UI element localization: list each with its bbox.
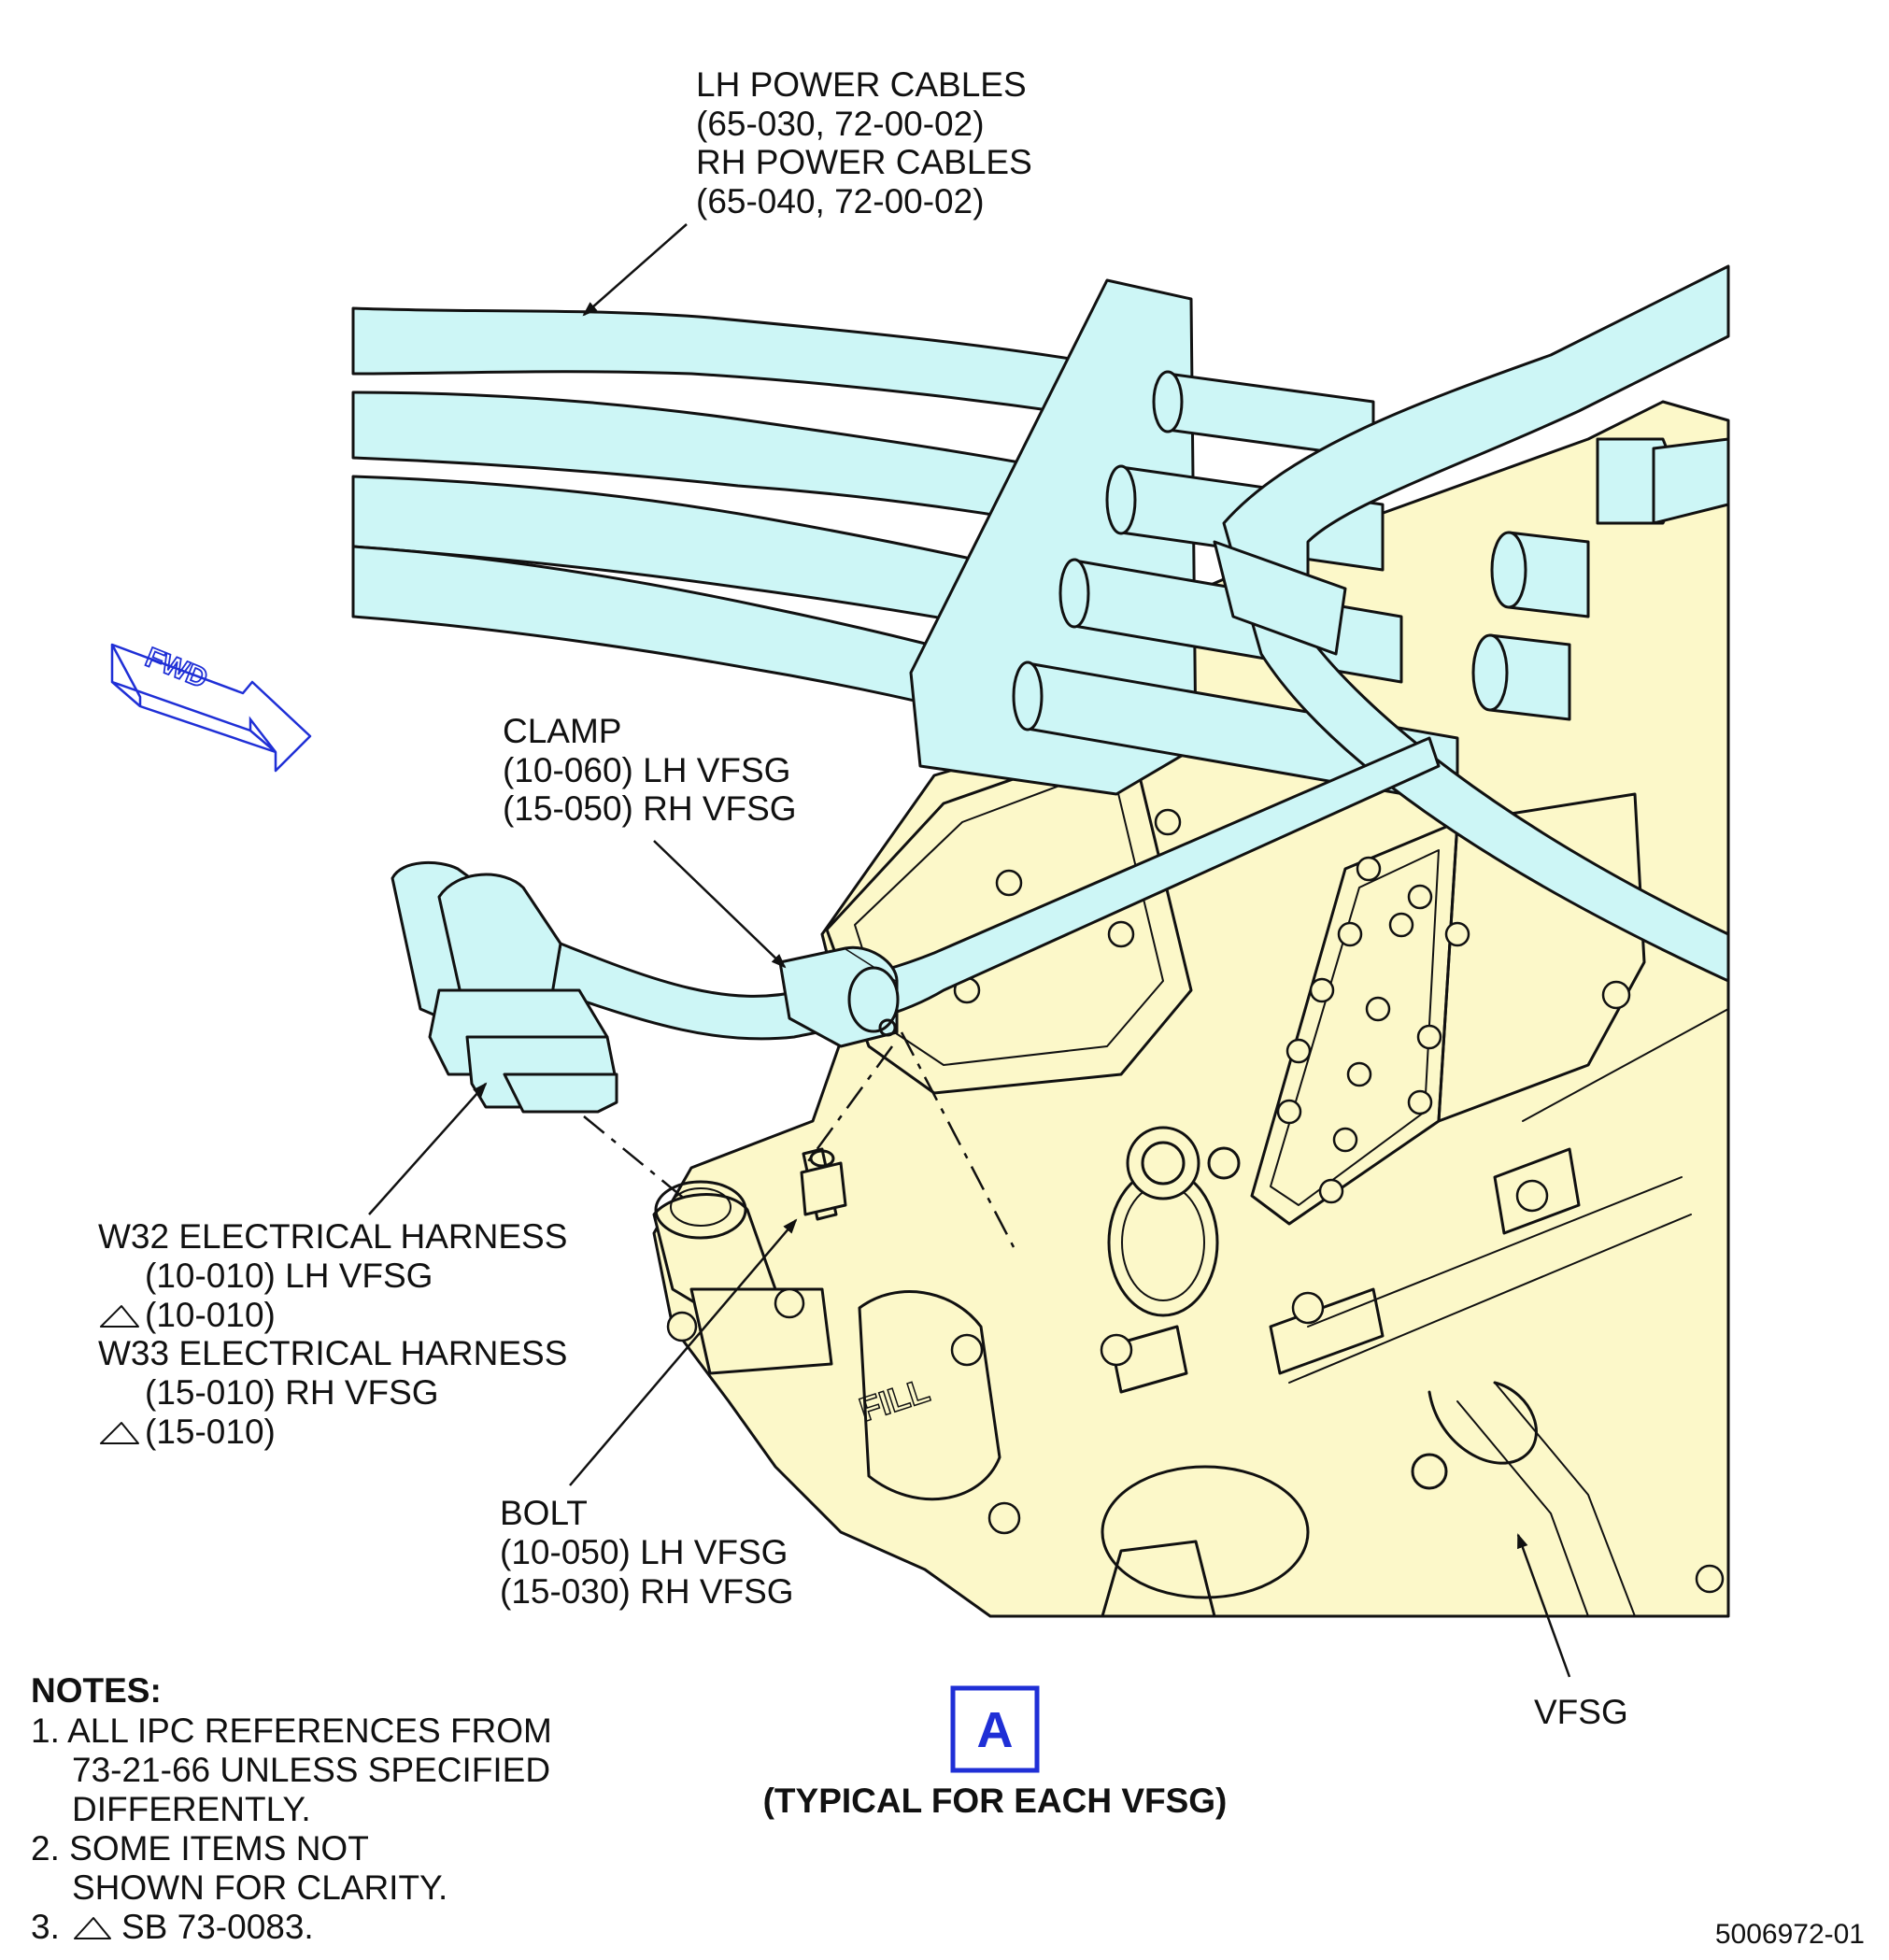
vfsg-body: FILL — [652, 400, 1730, 1618]
bolt-line-2: (10-050) LH VFSG — [500, 1533, 788, 1571]
harness-line-6: (15-010) — [145, 1413, 276, 1451]
note-line-7: SB 73-0083. — [121, 1908, 314, 1946]
clamp-line-3: (15-050) RH VFSG — [503, 789, 797, 828]
harness-line-1: W32 ELECTRICAL HARNESS — [98, 1217, 567, 1256]
power-cables — [351, 264, 1730, 983]
clamp — [778, 945, 900, 1048]
harness-line-2: (10-010) LH VFSG — [145, 1257, 433, 1295]
bolt — [800, 1147, 847, 1221]
callout-harness: W32 ELECTRICAL HARNESS (10-010) LH VFSG … — [98, 1217, 567, 1451]
view-label: A (TYPICAL FOR EACH VFSG) — [763, 1685, 1228, 1820]
bolt-line-3: (15-030) RH VFSG — [500, 1572, 794, 1611]
power-cables-line-3: RH POWER CABLES — [696, 143, 1032, 181]
harness-line-3: (10-010) — [145, 1296, 276, 1334]
notes-block: NOTES: 1. ALL IPC REFERENCES FROM 73-21-… — [31, 1671, 552, 1946]
bolt-line-1: BOLT — [500, 1494, 588, 1532]
callout-bolt: BOLT (10-050) LH VFSG (15-030) RH VFSG — [500, 1494, 794, 1611]
leader-lines — [368, 223, 1571, 1678]
vfsg-fasteners — [950, 808, 1725, 1594]
fwd-direction-arrow: FWD — [110, 641, 312, 773]
assembly-centerlines — [583, 1031, 1016, 1248]
callout-vfsg: VFSG — [1534, 1693, 1628, 1731]
harness-line-5: (15-010) RH VFSG — [145, 1373, 439, 1412]
power-cables-line-1: LH POWER CABLES — [696, 65, 1027, 104]
clamp-line-1: CLAMP — [503, 712, 621, 750]
power-cables-line-2: (65-030, 72-00-02) — [696, 105, 985, 143]
sb-flag-icon — [100, 1422, 139, 1444]
view-letter: A — [977, 1702, 1014, 1758]
notes-heading: NOTES: — [31, 1671, 162, 1710]
view-letter-box — [950, 1685, 1040, 1773]
note-line-6: 3. — [31, 1908, 60, 1946]
electrical-harness — [391, 736, 1441, 1375]
view-caption: (TYPICAL FOR EACH VFSG) — [763, 1782, 1228, 1820]
sb-flag-icon — [74, 1917, 111, 1939]
callout-power-cables: LH POWER CABLES (65-030, 72-00-02) RH PO… — [696, 65, 1032, 220]
note-line-4: 2. SOME ITEMS NOT — [31, 1829, 369, 1868]
figure-id: 5006972-01 — [1715, 1919, 1865, 1950]
harness-line-4: W33 ELECTRICAL HARNESS — [98, 1334, 567, 1372]
callout-clamp: CLAMP (10-060) LH VFSG (15-050) RH VFSG — [503, 712, 797, 828]
note-line-2: 73-21-66 UNLESS SPECIFIED — [72, 1751, 550, 1789]
sb-flag-icon — [100, 1305, 139, 1328]
power-cables-line-4: (65-040, 72-00-02) — [696, 182, 985, 220]
note-line-3: DIFFERENTLY. — [72, 1790, 311, 1828]
clamp-line-2: (10-060) LH VFSG — [503, 751, 790, 789]
note-line-5: SHOWN FOR CLARITY. — [72, 1868, 447, 1907]
note-line-1: 1. ALL IPC REFERENCES FROM — [31, 1711, 552, 1750]
